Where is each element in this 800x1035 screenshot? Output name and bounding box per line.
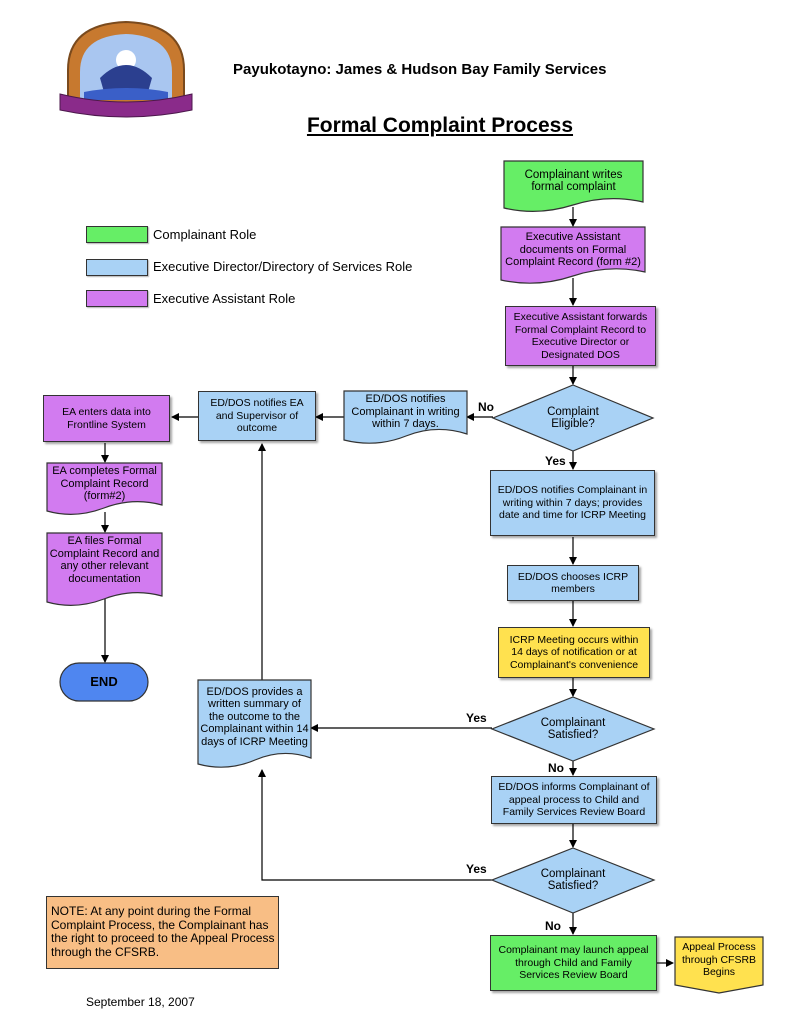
node-notify-ea: ED/DOS notifies EA and Supervisor of out… <box>198 391 316 441</box>
decision-eligible <box>491 384 655 452</box>
arrow-satisfied2-yes <box>258 769 492 881</box>
end-terminator <box>59 662 149 702</box>
legend-label-ea: Executive Assistant Role <box>153 291 296 306</box>
node-informs-appeal: ED/DOS informs Complainant of appeal pro… <box>491 776 657 824</box>
edge-label-yes-satisfied-2: Yes <box>466 862 487 876</box>
doc-writes <box>503 160 644 212</box>
edge-label-yes-satisfied-1: Yes <box>466 711 487 725</box>
label-satisfied-1: Complainant Satisfied? <box>540 716 606 742</box>
node-ea-files: EA files Formal Complaint Record and any… <box>49 535 160 585</box>
label-satisfied-2: Complainant Satisfied? <box>540 867 606 893</box>
legend-swatch-complainant <box>86 226 148 243</box>
doc-summary <box>197 679 312 768</box>
node-writes: Complainant writes formal complaint <box>524 168 623 194</box>
node-notify-7days: ED/DOS notifies Complainant in writing w… <box>351 393 460 431</box>
decision-satisfied-2 <box>490 847 656 914</box>
label-end: END <box>90 673 118 689</box>
doc-ea-files <box>46 532 163 606</box>
label-eligible: Complaint Eligible? <box>547 405 599 431</box>
node-chooses-icrp: ED/DOS chooses ICRP members <box>507 565 639 601</box>
edge-label-no-eligible: No <box>478 400 494 414</box>
appeal-begins-shape <box>674 936 764 994</box>
node-ea-documents: Executive Assistant documents on Formal … <box>505 231 641 269</box>
doc-notify-7days <box>343 390 468 444</box>
edge-label-no-satisfied-1: No <box>548 761 564 775</box>
node-ea-enters: EA enters data into Frontline System <box>43 395 170 442</box>
logo <box>59 20 193 118</box>
page-title: Formal Complaint Process <box>306 114 574 137</box>
doc-ea-completes <box>46 462 163 515</box>
label-appeal-begins: Appeal Process through CFSRB Begins <box>681 941 757 979</box>
node-launch-appeal: Complainant may launch appeal through Ch… <box>490 935 657 991</box>
legend-swatch-ed-dos <box>86 259 148 276</box>
date-footer: September 18, 2007 <box>86 995 195 1009</box>
node-icrp-meeting: ICRP Meeting occurs within 14 days of no… <box>498 627 650 678</box>
node-summary: ED/DOS provides a written summary of the… <box>200 685 309 748</box>
edge-label-yes-eligible: Yes <box>545 454 566 468</box>
node-ea-completes: EA completes Formal Complaint Record (fo… <box>52 465 157 503</box>
org-title: Payukotayno: James & Hudson Bay Family S… <box>233 61 607 78</box>
legend-swatch-ea <box>86 290 148 307</box>
note-box: NOTE: At any point during the Formal Com… <box>46 896 279 969</box>
node-ea-forwards: Executive Assistant forwards Formal Comp… <box>505 306 656 366</box>
node-notify-icrp: ED/DOS notifies Complainant in writing w… <box>490 470 655 536</box>
decision-satisfied-1 <box>490 696 656 762</box>
doc-ea-documents <box>500 226 646 284</box>
edge-label-no-satisfied-2: No <box>545 919 561 933</box>
legend-label-complainant: Complainant Role <box>153 227 257 242</box>
legend-label-ed-dos: Executive Director/Directory of Services… <box>153 259 413 274</box>
